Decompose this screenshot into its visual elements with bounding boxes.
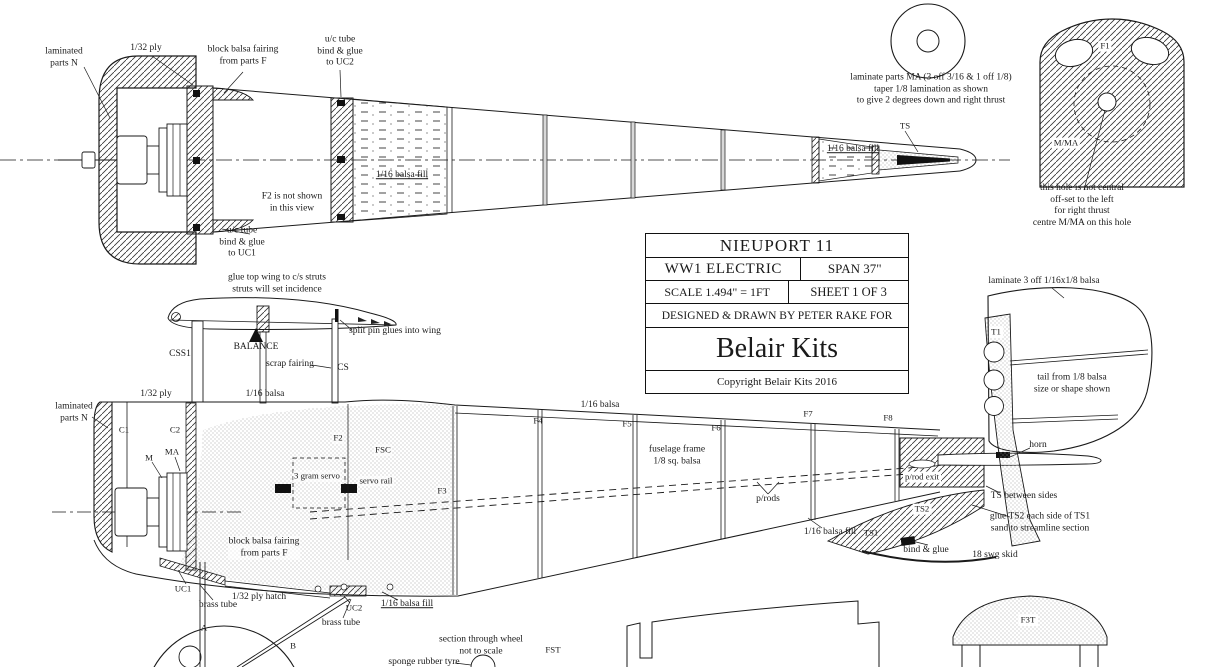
note-scrap-fairing: scrap fairing xyxy=(266,359,314,370)
label-f5: F5 xyxy=(622,418,632,429)
note-brass-tube-rear: brass tube xyxy=(321,618,361,629)
label-ts: TS xyxy=(899,120,911,131)
label-f8: F8 xyxy=(883,412,893,423)
plan-model-type: WW1 ELECTRIC xyxy=(664,260,782,277)
label-b: B xyxy=(290,640,296,651)
note-servo-rail: servo rail xyxy=(358,475,394,487)
note-prods: p/rods xyxy=(756,494,780,505)
label-cs: CS xyxy=(337,363,349,374)
note-balsa-top-rear: 1/16 balsa xyxy=(580,400,620,411)
note-horn: horn xyxy=(1029,440,1047,451)
note-uc-tube-uc2: u/c tube bind & glue to UC2 xyxy=(317,34,363,68)
plan-span: SPAN 37" xyxy=(800,258,908,280)
note-servo: 3 gram servo xyxy=(293,470,341,482)
note-balsa-fill-bottom: 1/16 balsa fill xyxy=(380,599,434,610)
note-brass-tube-front: brass tube xyxy=(198,600,238,611)
note-f1-hole: this hole is not central off-set to the … xyxy=(1032,182,1132,228)
label-uc1: UC1 xyxy=(174,583,192,594)
note-balsa-fill-rear-top: 1/16 balsa fill xyxy=(826,144,880,155)
note-bind-glue: bind & glue xyxy=(903,545,949,556)
note-glue-top-wing: glue top wing to c/s struts struts will … xyxy=(228,272,326,294)
note-split-pin: split pin glues into wing xyxy=(349,326,441,337)
label-f1: F1 xyxy=(1098,40,1112,52)
label-ma: MA xyxy=(164,446,180,457)
note-glue-ts2: glue TS2 each side of TS1 sand to stream… xyxy=(989,511,1091,533)
label-balance: BALANCE xyxy=(233,342,279,353)
label-f4: F4 xyxy=(533,415,543,426)
note-fuselage-frame: fuselage frame 1/8 sq. balsa xyxy=(648,444,706,466)
ma-detail-linework xyxy=(890,3,966,79)
label-a: A xyxy=(200,622,208,633)
label-c1: C1 xyxy=(118,424,130,435)
note-tyre: sponge rubber tyre xyxy=(388,657,460,667)
plan-title: NIEUPORT 11 xyxy=(719,235,835,255)
label-css1: CSS1 xyxy=(169,349,191,360)
note-tail-balsa: tail from 1/8 balsa size or shape shown xyxy=(1033,372,1111,394)
label-f3: F3 xyxy=(436,485,448,497)
note-fin-laminate: laminate 3 off 1/16x1/8 balsa xyxy=(988,276,1100,287)
plan-scale: SCALE 1.494" = 1FT xyxy=(664,284,771,299)
note-uc-tube-uc1: u/c tube bind & glue to UC1 xyxy=(219,225,265,259)
note-ma-laminate: laminate parts MA (3 off 3/16 & 1 off 1/… xyxy=(850,72,1012,106)
note-f2-not-shown: F2 is not shown in this view xyxy=(261,191,323,213)
label-fsc: FSC xyxy=(374,444,392,456)
label-f7: F7 xyxy=(803,408,813,419)
note-block-fairing-side: block balsa fairing from parts F xyxy=(227,536,301,560)
label-m-ma: M/MA xyxy=(1051,137,1081,149)
note-block-fairing-top: block balsa fairing from parts F xyxy=(207,44,279,66)
label-c2: C2 xyxy=(169,424,181,435)
note-balsa-front: 1/16 balsa xyxy=(245,389,285,400)
note-ply-side: 1/32 ply xyxy=(140,389,172,400)
note-laminated-parts-n-top: laminated parts N xyxy=(45,46,83,68)
f1-detail-linework xyxy=(1039,18,1185,191)
top-view-linework xyxy=(0,55,1010,265)
label-f3t: F3T xyxy=(1018,614,1038,626)
label-ts2: TS2 xyxy=(912,503,932,515)
label-f2: F2 xyxy=(332,432,344,444)
note-ply-hatch: 1/32 ply hatch xyxy=(231,592,287,603)
label-m: M xyxy=(145,452,153,463)
plan-sheet-number: SHEET 1 OF 3 xyxy=(788,281,908,303)
note-skid: 18 swg skid xyxy=(972,550,1018,561)
plan-copyright: Copyright Belair Kits 2016 xyxy=(716,376,838,388)
label-ts1: TS1 xyxy=(863,527,879,538)
plan-credit: DESIGNED & DRAWN BY PETER RAKE FOR xyxy=(661,309,893,322)
note-prod-exit: p/rod exit xyxy=(903,471,941,483)
label-uc2: UC2 xyxy=(345,602,363,613)
title-block: NIEUPORT 11 WW1 ELECTRIC SPAN 37" SCALE … xyxy=(645,233,909,394)
note-laminated-parts-n-side: laminated parts N xyxy=(55,401,93,423)
label-t1: T1 xyxy=(989,326,1003,338)
note-balsa-fill-side: 1/16 balsa fill xyxy=(803,527,857,538)
note-balsa-fill-top: 1/16 balsa fill xyxy=(375,170,429,181)
label-f6: F6 xyxy=(711,422,721,433)
note-ts-between: TS between sides xyxy=(990,491,1058,502)
plan-brand: Belair Kits xyxy=(715,333,839,364)
label-fst: FST xyxy=(545,644,561,655)
bottom-details-linework xyxy=(454,595,1108,667)
note-wheel-section: section through wheel not to scale xyxy=(439,634,523,656)
note-ply-top: 1/32 ply xyxy=(130,43,162,54)
